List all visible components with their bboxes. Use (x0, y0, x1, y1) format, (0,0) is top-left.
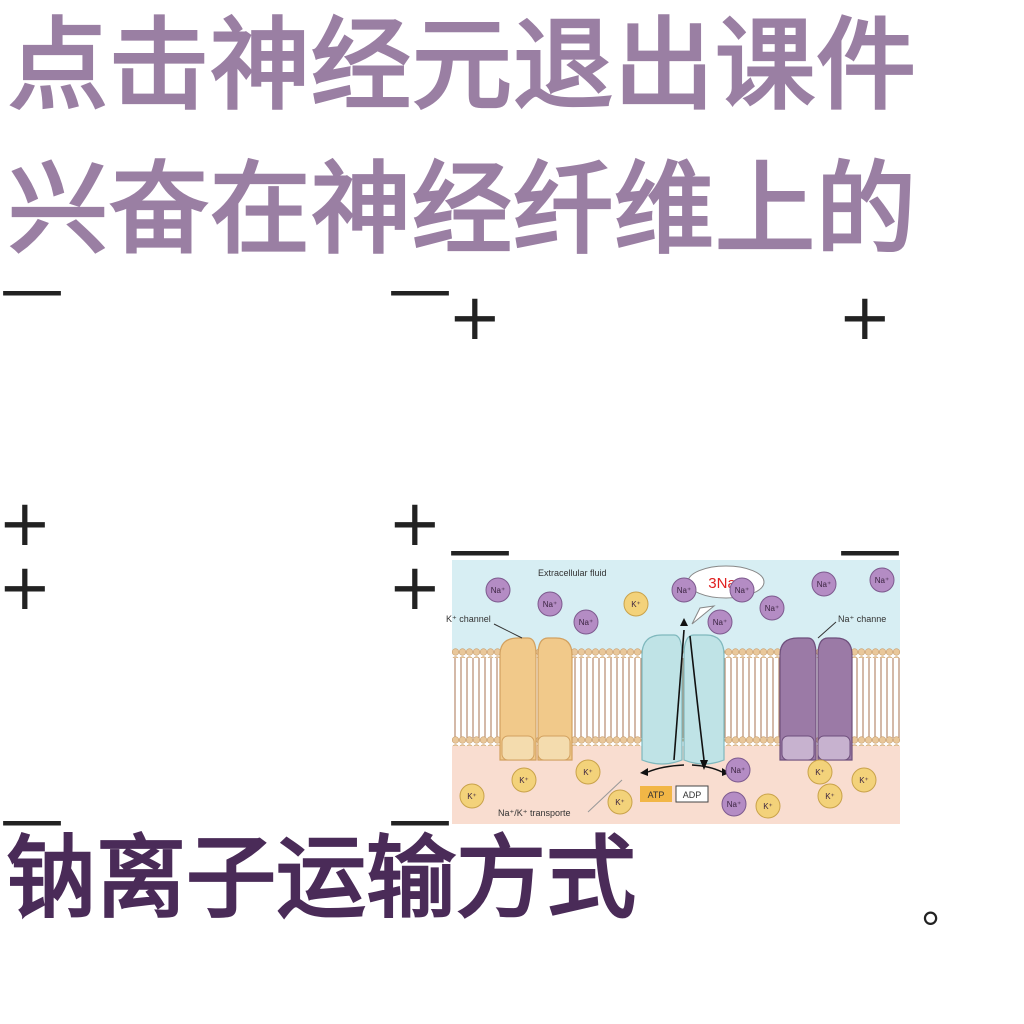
minus-sign: — (0, 783, 64, 857)
k-ion-label: K⁺ (859, 776, 869, 785)
plus-sign: + (388, 487, 442, 561)
k-ion (459, 783, 485, 809)
na-ion-label: Na⁺ (817, 580, 831, 589)
adp-arrow (691, 764, 723, 773)
na-ion-label: Na⁺ (731, 766, 745, 775)
na-ion (729, 577, 755, 603)
k-ion-label: K⁺ (467, 792, 477, 801)
k-ion (851, 767, 877, 793)
na-ion (725, 757, 751, 783)
na-ion-label: Na⁺ (875, 576, 889, 585)
plus-sign: + (838, 281, 892, 355)
na-ion (485, 577, 511, 603)
minus-sign: — (0, 253, 64, 327)
na-out-arrow (673, 629, 685, 761)
na-ion-label: Na⁺ (735, 586, 749, 595)
na-ion-label: Na⁺ (543, 600, 557, 609)
minus-sign: — (388, 783, 452, 857)
k-channel-label: K⁺ channel (446, 614, 491, 624)
na-ion-label: Na⁺ (727, 800, 741, 809)
na-ion (759, 595, 785, 621)
na-ion-label: Na⁺ (579, 618, 593, 627)
atp-arrow (647, 764, 685, 773)
na-channel-label: Na⁺ channe (838, 614, 886, 624)
atp-box (640, 786, 672, 802)
membrane-transport-diagram: 3Na⁺ Extracellular fluid K⁺ channel Na⁺ … (446, 560, 900, 824)
k-ion-label: K⁺ (519, 776, 529, 785)
plus-sign: + (0, 551, 52, 625)
k-ion-label: K⁺ (631, 600, 641, 609)
na-ion (671, 577, 697, 603)
k-ion (575, 759, 601, 785)
extracellular-label: Extracellular fluid (538, 568, 607, 578)
na-ion (811, 571, 837, 597)
k-ion (755, 793, 781, 819)
k-ion (511, 767, 537, 793)
na-k-pump-protein (641, 634, 725, 765)
na-ion (869, 567, 895, 593)
k-ion-label: K⁺ (815, 768, 825, 777)
plus-sign: + (0, 487, 52, 561)
na-ion (707, 609, 733, 635)
k-ion-label: K⁺ (615, 798, 625, 807)
k-ion (817, 783, 843, 809)
plus-sign: + (388, 551, 442, 625)
title-line-1: 点击神经元退出课件 (8, 7, 917, 124)
end-mark: 。 (922, 882, 966, 933)
k-ion (607, 789, 633, 815)
arrow-head (680, 618, 688, 626)
adp-label: ADP (683, 790, 702, 800)
k-ion-label: K⁺ (583, 768, 593, 777)
na-ion-label: Na⁺ (491, 586, 505, 595)
title-line-2: 兴奋在神经纤维上的 (8, 151, 917, 268)
na-channel-protein (779, 637, 853, 761)
k-ion-label: K⁺ (763, 802, 773, 811)
na-ion-label: Na⁺ (713, 618, 727, 627)
na-ion-label: Na⁺ (677, 586, 691, 595)
arrow-head (700, 760, 708, 770)
plus-sign: + (448, 281, 502, 355)
atp-label: ATP (648, 790, 665, 800)
adp-box (675, 785, 709, 803)
na-ion-label: Na⁺ (765, 604, 779, 613)
subtitle: 钠离子运输方式 (6, 826, 636, 931)
k-ion-label: K⁺ (825, 792, 835, 801)
k-ion (807, 759, 833, 785)
ion-group: Na⁺ Na⁺ Na⁺ Na⁺ Na⁺ Na⁺ Na⁺ Na⁺ Na⁺ Na⁺ Na⁺ K⁺ K⁺ K⁺ K… (459, 567, 895, 819)
na-ion (721, 791, 747, 817)
na-ion (573, 609, 599, 635)
k-ion (623, 591, 649, 617)
na-ion (537, 591, 563, 617)
k-channel-protein (499, 637, 573, 761)
arrow-head (640, 768, 648, 776)
k-in-arrow (689, 635, 705, 761)
transporter-label: Na⁺/K⁺ transporte (498, 808, 571, 818)
minus-sign: — (388, 253, 452, 327)
